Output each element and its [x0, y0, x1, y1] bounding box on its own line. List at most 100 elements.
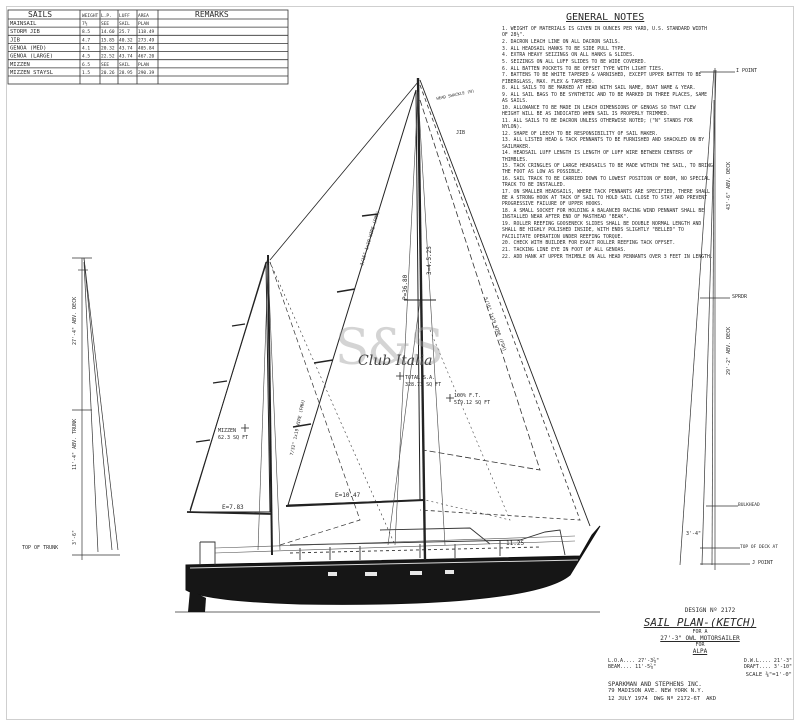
boom-e: E=10.47 [335, 492, 361, 499]
left-dim-low: 3'-6" [72, 529, 78, 545]
general-notes-list: 1. WEIGHT OF MATERIALS IS GIVEN IN OUNCE… [502, 27, 714, 261]
mizzen-area: 62.3 SQ FT [218, 435, 249, 441]
table-cell-r0-c4: PLAN [138, 21, 149, 27]
left-dim-mid: 11'-4" ABV. TRUNK [72, 418, 78, 470]
mizzen-sail [189, 261, 271, 513]
table-header-1: WEIGHT [82, 13, 99, 19]
mizzen-boom [186, 511, 273, 515]
table-cell-r3-c1: 4.1 [82, 45, 90, 51]
table-cell-r1-c3: 25.7 [119, 29, 130, 35]
general-note-item: 4. EXTRA HEAVY SEIZINGS ON ALL HANKS & S… [502, 53, 635, 59]
table-header-5: REMARKS [195, 10, 229, 19]
general-note-item: 6. ALL BATTEN POCKETS TO BE OFFSET TYPE … [502, 66, 664, 72]
table-cell-r6-c3: 28.95 [119, 70, 133, 76]
table-cell-r3-c4: 405.84 [138, 45, 155, 51]
firm-address: 79 MADISON AVE. NEW YORK N.Y. [608, 688, 705, 694]
drawing-number: DWG Nº 2172-6T [653, 696, 701, 702]
design-number: DESIGN Nº 2172 [684, 607, 736, 614]
table-cell-r5-c3: SAIL [119, 62, 130, 68]
general-note-item: 8. ALL SAILS TO BE MARKED AT HEAD WITH S… [502, 86, 696, 92]
right-pt2: J POINT [752, 560, 774, 566]
general-note-item: 17. ON SMALLER HEADSAILS, WHERE TACK PEN… [502, 190, 710, 208]
sail-centres [241, 372, 454, 432]
left-dim-top: 27'-4" ABV. DECK [72, 296, 78, 345]
table-header-0: SAILS [28, 10, 52, 19]
general-note-item: 2. DACRON LEACH LINE ON ALL DACRON SAILS… [502, 39, 621, 45]
table-cell-r3-c0: GENOA (MED) [10, 45, 46, 51]
genoa-sail [419, 84, 581, 521]
drawing-border [6, 6, 794, 720]
table-cell-r4-c1: 4.5 [82, 54, 90, 60]
deckhouse [199, 527, 566, 565]
watermark-script: Club Italia [358, 353, 433, 369]
right-deck: TOP OF DECK AT [740, 545, 778, 550]
general-notes-title: GENERAL NOTES [566, 12, 645, 23]
main-area: 100% F.T. [454, 393, 482, 399]
draft-value: DRAFT.... 3'-10" [743, 664, 792, 670]
table-cell-r5-c2: SEE [101, 62, 109, 68]
general-note-item: 14. HEADSAIL LUFF LENGTH IS LENGTH OF LU… [502, 151, 693, 163]
table-cell-r3-c3: 43.74 [119, 45, 133, 51]
right-dim-mid: 29'-2" ABV. DECK [726, 326, 732, 375]
mizzen-staysail-luff [269, 261, 396, 546]
wl-dim: 11.25 [506, 540, 525, 547]
owner-name: ALPA [692, 648, 708, 655]
shrouds [257, 91, 446, 551]
general-note-item: 13. ALL LISTED HEAD & TACK PENNANTS TO B… [502, 138, 705, 150]
loa-value: L.O.A.... 27'-3⅞" [608, 658, 660, 664]
left-dim-foot: TOP OF TRUNK [22, 545, 59, 551]
general-note-item: 22. ADD HANK AT UPPER THIMBLE ON ALL HEA… [502, 254, 713, 260]
table-cell-r0-c0: MAINSAIL [10, 21, 37, 27]
title-block: DESIGN Nº 2172 SAIL PLAN-(KETCH) FOR A 2… [608, 607, 792, 702]
mizzen-mast [267, 254, 273, 556]
drawing-date: 12 JULY 1974 [608, 696, 648, 702]
main-area-2: 519.12 SQ FT [454, 400, 491, 406]
general-note-item: 9. ALL SAIL BAGS TO BE SYNTHETIC AND TO … [502, 93, 708, 105]
general-note-item: 19. ROLLER REEFING GOOSENECK SLIDES SHAL… [502, 222, 702, 240]
table-header-2: L.P. [101, 13, 112, 19]
forestay [419, 79, 591, 527]
left-dimension-diagram [72, 257, 120, 560]
scale-value: SCALE ⅜"=1'-0" [745, 672, 792, 678]
right-bulkhead: BULKHEAD [738, 503, 760, 508]
storm-jib [424, 329, 511, 521]
table-cell-r0-c1: 7½ [82, 20, 88, 27]
right-pt1: I POINT [736, 68, 758, 74]
drawing-title: SAIL PLAN-(KETCH) [643, 616, 757, 629]
table-cell-r3-c2: 20.32 [101, 45, 115, 51]
table-cell-r2-c3: 40.32 [119, 37, 133, 43]
table-cell-r2-c1: 4.7 [82, 37, 90, 43]
table-cell-r4-c4: 467.20 [138, 54, 155, 60]
table-cell-r0-c3: SAIL [119, 21, 130, 27]
total-val: 328.73 SQ FT [405, 382, 442, 388]
table-cell-r6-c2: 20.26 [101, 70, 115, 76]
table-cell-r6-c0: MIZZEN STAYSL [10, 70, 54, 76]
main-battens [292, 213, 379, 428]
general-note-item: 3. ALL HEADSAIL HANKS TO BE SIDE PULL TY… [502, 46, 627, 52]
right-spreader: SPRDR [732, 294, 748, 300]
table-cell-r5-c4: PLAN [138, 62, 149, 68]
for2-label: FOR [695, 642, 705, 648]
general-note-item: 7. BATTENS TO BE WHITE TAPERED & VARNISH… [502, 73, 702, 85]
main-boom [285, 499, 425, 507]
firm-name: SPARKMAN AND STEPHENS INC. [608, 681, 702, 688]
sheer-stripe [189, 559, 579, 569]
general-note-item: 15. TACK CRINGLES OF LARGE HEADSAILS TO … [502, 164, 713, 176]
rudder [188, 590, 206, 612]
table-header-3: LUFF [119, 13, 130, 19]
mizzen-boom-e: E=7.83 [222, 504, 244, 511]
mizzen-staysail [269, 261, 361, 546]
mast-dim-1: P=36.80 [402, 274, 409, 300]
portholes [328, 570, 454, 576]
sails-table-grid [7, 9, 289, 85]
jib-sail [419, 99, 541, 471]
hull [185, 525, 601, 605]
general-note-item: 5. SEIZINGS ON ALL LUFF SLIDES TO BE WID… [502, 60, 647, 66]
main-mast [416, 77, 427, 561]
table-cell-r4-c0: GENOA (LARGE) [10, 54, 53, 60]
general-note-item: 18. A SMALL SOCKET FOR HOLDING A BALANCE… [502, 209, 705, 221]
table-cell-r6-c1: 1.5 [82, 70, 90, 76]
